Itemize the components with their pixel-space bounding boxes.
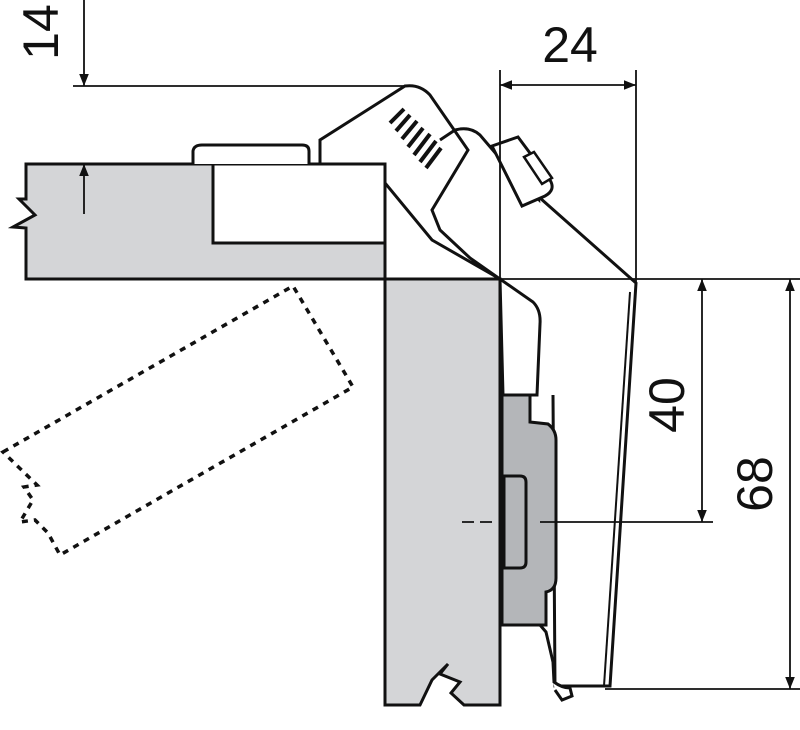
mounting-plate-slot [502, 474, 528, 570]
open-door-outline [0, 283, 356, 558]
dimension-lines [79, 0, 795, 689]
hinge-cup-rim [191, 143, 311, 164]
door-front-edge [603, 291, 631, 687]
dimension-label-40: 40 [639, 377, 695, 433]
dimension-label-14: 14 [13, 4, 69, 60]
hinge-knuckle-pin [522, 150, 554, 186]
mounting-plate-clip [538, 624, 574, 702]
dimension-label-68: 68 [727, 456, 783, 512]
extension-lines [73, 70, 800, 690]
side-panel [383, 277, 502, 707]
hinge-arm-grip [388, 107, 443, 170]
hinge-arm-ridge [439, 127, 634, 289]
dimension-label-24: 24 [542, 17, 598, 73]
hinge-cup-recess [211, 162, 387, 245]
